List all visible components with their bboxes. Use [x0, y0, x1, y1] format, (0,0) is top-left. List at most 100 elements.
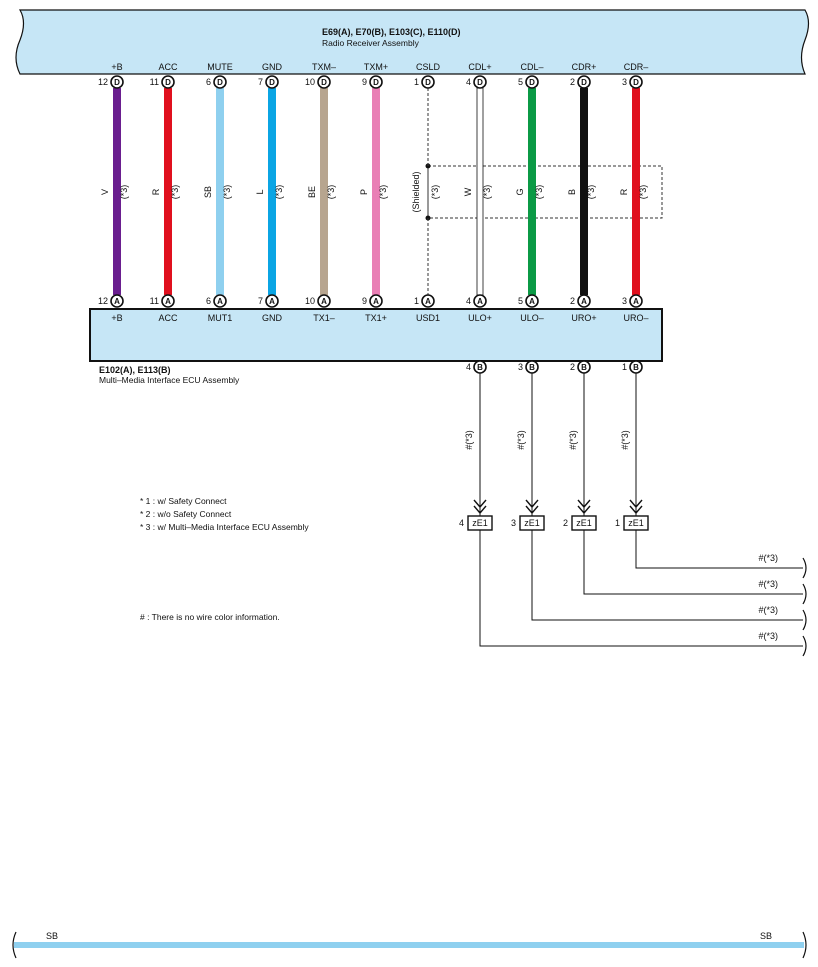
wire-note-2: (*3): [222, 185, 232, 200]
ecu-pin-number: 4: [466, 296, 471, 306]
wire-note-7: (*3): [482, 185, 492, 200]
hash-note: # : There is no wire color information.: [140, 612, 280, 622]
chevron-icon: [525, 505, 539, 515]
chevron-icon: [629, 505, 643, 515]
wire-note-10: (*3): [638, 185, 648, 200]
wire-1: [164, 88, 172, 295]
outgoing-wire: [583, 530, 803, 595]
top-terminal: [213, 75, 227, 89]
ecu-terminal-letter: A: [165, 297, 171, 306]
wire-note-5: (*3): [378, 185, 388, 200]
ecu-terminal: [369, 294, 383, 308]
wire-10: [632, 88, 640, 295]
ecu-terminal: [629, 294, 643, 308]
wire-color-code-10: R: [619, 188, 629, 195]
wire-note-4: (*3): [326, 185, 336, 200]
wire-color-code-5: P: [359, 189, 369, 195]
wire-8: [528, 88, 536, 295]
top-terminal-letter: D: [165, 78, 171, 87]
shield-box: [427, 165, 663, 219]
ecu-terminal-letter: A: [321, 297, 327, 306]
wire-note-0: (*3): [119, 185, 129, 200]
chevron-icon: [473, 505, 487, 515]
top-terminal: [369, 75, 383, 89]
junction-id: zE1: [576, 518, 592, 528]
ecu-pin-label: +B: [111, 313, 122, 323]
ecu-terminal-letter: A: [114, 297, 120, 306]
outgoing-wire: [531, 530, 803, 621]
wire-4: [320, 88, 328, 295]
ecu-pin-number: 12: [98, 296, 108, 306]
top-terminal-letter: D: [581, 78, 587, 87]
ecu-pin-label: TX1–: [313, 313, 335, 323]
radio-receiver-subtitle: Radio Receiver Assembly: [322, 38, 420, 48]
ecu-pin-label: GND: [262, 313, 283, 323]
wire-0: [113, 88, 121, 295]
junction-pin-number: 3: [511, 518, 516, 528]
note-2: * 2 : w/o Safety Connect: [140, 509, 232, 519]
top-terminal: [161, 75, 175, 89]
top-pin-number: 4: [466, 77, 471, 87]
ecu-terminal-letter: A: [529, 297, 535, 306]
wire-color-code-7: W: [463, 187, 473, 196]
top-terminal-letter: D: [321, 78, 327, 87]
top-pin-label: CDR+: [572, 62, 597, 72]
top-pin-label: ACC: [158, 62, 178, 72]
ecu-pin-label: TX1+: [365, 313, 387, 323]
wire-note-9: (*3): [586, 185, 596, 200]
ecu-terminal: [525, 294, 539, 308]
top-pin-label: CSLD: [416, 62, 441, 72]
chevron-icon: [473, 499, 487, 509]
ecu-pin-label: ULO–: [520, 313, 544, 323]
ecu-pin-number: 2: [570, 296, 575, 306]
outgoing-wire: [479, 530, 803, 647]
note-3: * 3 : w/ Multi–Media Interface ECU Assem…: [140, 522, 309, 532]
ecu-terminal-letter: A: [633, 297, 639, 306]
junction-id: zE1: [472, 518, 488, 528]
top-pin-label: CDL+: [468, 62, 491, 72]
top-pin-number: 10: [305, 77, 315, 87]
ecu-b-pin-number: 2: [570, 362, 575, 372]
top-terminal: [265, 75, 279, 89]
junction-pin-number: 2: [563, 518, 568, 528]
ecu-pin-label: MUT1: [208, 313, 233, 323]
ecu-title: E102(A), E113(B): [99, 365, 171, 375]
ecu-b-wire-note: #(*3): [516, 430, 526, 450]
ecu-pin-number: 5: [518, 296, 523, 306]
ecu-terminal: [421, 294, 435, 308]
ecu-terminal-letter: A: [581, 297, 587, 306]
ecu-terminal: [473, 294, 487, 308]
bottom-bar-right-label: SB: [760, 931, 772, 941]
outgoing-wire-label: #(*3): [758, 631, 778, 641]
ecu-terminal-letter: A: [477, 297, 483, 306]
junction-pin-number: 1: [615, 518, 620, 528]
wire-color-code-9: B: [567, 189, 577, 195]
top-terminal-letter: D: [529, 78, 535, 87]
bottom-bar-left-label: SB: [46, 931, 58, 941]
outgoing-wire-label: #(*3): [758, 553, 778, 563]
top-terminal: [110, 75, 124, 89]
ecu-b-wire-note: #(*3): [464, 430, 474, 450]
ecu-pin-label: USD1: [416, 313, 440, 323]
ecu-subtitle: Multi–Media Interface ECU Assembly: [99, 375, 240, 385]
wire-note-3: (*3): [274, 185, 284, 200]
outgoing-wire: [635, 530, 803, 569]
top-terminal-letter: D: [633, 78, 639, 87]
ecu-b-pin-number: 3: [518, 362, 523, 372]
outgoing-wire-cap: [802, 583, 807, 605]
ecu-pin-number: 3: [622, 296, 627, 306]
chevron-icon: [577, 505, 591, 515]
wire-color-code-2: SB: [203, 186, 213, 198]
top-terminal: [577, 75, 591, 89]
ecu-pin-label: URO+: [571, 313, 596, 323]
top-pin-number: 3: [622, 77, 627, 87]
chevron-icon: [525, 499, 539, 509]
bottom-bar-right-cap: [802, 931, 807, 959]
ecu-b-pin-number: 4: [466, 362, 471, 372]
ecu-pin-number: 11: [150, 296, 159, 306]
ecu-b-terminal-letter: B: [633, 363, 639, 372]
ecu-terminal: [161, 294, 175, 308]
top-terminal-letter: D: [373, 78, 379, 87]
wire-color-code-8: G: [515, 188, 525, 195]
